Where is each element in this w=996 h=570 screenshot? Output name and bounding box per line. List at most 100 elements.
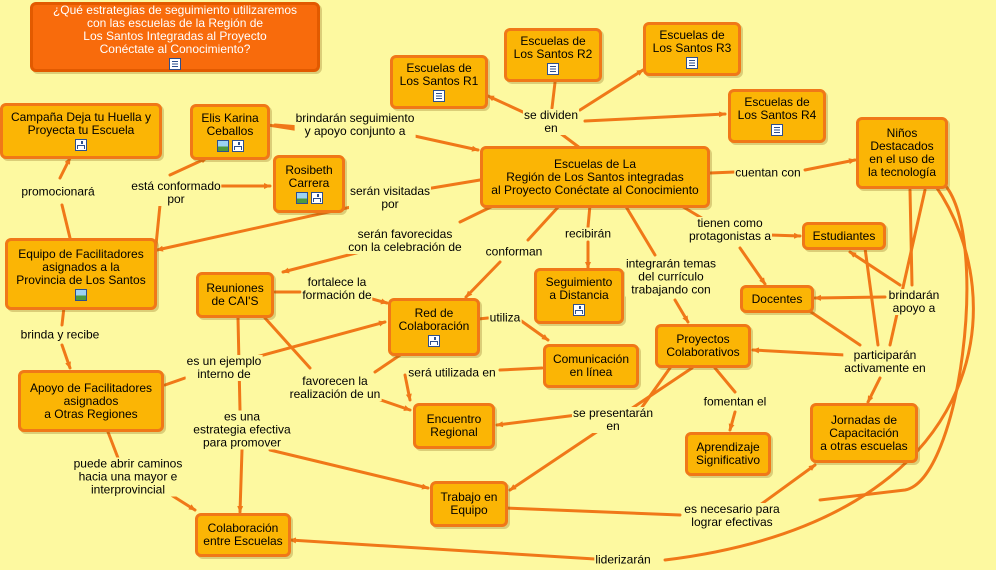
- edge-docentes-to-participaran: [803, 306, 862, 347]
- node-jornadas-label: Jornadas de Capacitación a otras escuela…: [820, 412, 908, 453]
- edge-sera-to-encuentro: [403, 373, 412, 402]
- link-brinda-recibe: brinda y recibe: [19, 327, 101, 342]
- node-aprendizaje[interactable]: Aprendizaje Significativo: [685, 432, 771, 476]
- edge-sedividen-to-r4: [583, 111, 727, 123]
- link-favorecen: favorecen la realización de un: [288, 374, 382, 401]
- edge-tienen-to-estudiantes: [768, 232, 802, 239]
- node-r2[interactable]: Escuelas de Los Santos R2: [504, 28, 602, 82]
- node-jornadas[interactable]: Jornadas de Capacitación a otras escuela…: [810, 403, 918, 463]
- node-aprendizaje-label: Aprendizaje Significativo: [695, 440, 761, 467]
- link-lideriza: liderizarán: [594, 552, 652, 567]
- node-ninos[interactable]: Niños Destacados en el uso de la tecnolo…: [856, 117, 948, 189]
- concept-map-icon[interactable]: [428, 335, 440, 347]
- edge-integraran-to-proyectos: [673, 298, 690, 324]
- edge-necesario-to-jornadas: [758, 463, 817, 507]
- edge-estrategia-to-colab: [237, 448, 244, 514]
- node-apoyo-label: Apoyo de Facilitadores asignados a Otras…: [29, 380, 153, 421]
- node-apoyo[interactable]: Apoyo de Facilitadores asignados a Otras…: [18, 370, 164, 432]
- node-equipo-label: Equipo de Facilitadores asignados a la P…: [16, 246, 146, 287]
- edge-cuentan-to-ninos: [803, 158, 857, 172]
- edge-conformado-to-elis: [168, 156, 209, 177]
- node-ninos-label: Niños Destacados en el uso de la tecnolo…: [867, 126, 937, 179]
- link-fomentan: fomentan el: [702, 394, 768, 409]
- node-reuniones-label: Reuniones de CAI'S: [206, 281, 264, 308]
- document-icon[interactable]: [433, 90, 445, 102]
- question-node[interactable]: ¿Qué estrategias de seguimiento utilizar…: [30, 2, 320, 72]
- edge-estrategia-to-trabajo: [268, 448, 430, 490]
- node-proyectos-label: Proyectos Colaborativos: [666, 332, 740, 359]
- document-icon[interactable]: [547, 63, 559, 75]
- edge-lideriza-to-colab: [288, 537, 597, 561]
- edge-ninos-to-brindaran-apoyo: [908, 188, 914, 287]
- edge-presentaran-to-encuentro: [495, 412, 587, 428]
- edge-sedividen-to-r1: [486, 94, 527, 115]
- node-docentes-label: Docentes: [751, 291, 803, 306]
- link-esta-conformado: está conformado por: [130, 179, 222, 206]
- image-icon[interactable]: [295, 192, 308, 204]
- question-text: ¿Qué estrategias de seguimiento utilizar…: [52, 3, 298, 56]
- node-r4-label: Escuelas de Los Santos R4: [737, 95, 817, 122]
- document-icon[interactable]: [686, 57, 698, 69]
- node-reuniones[interactable]: Reuniones de CAI'S: [196, 272, 274, 318]
- edge-fomentan-to-aprendizaje: [728, 410, 737, 432]
- image-icon[interactable]: [216, 140, 229, 152]
- node-trabajo[interactable]: Trabajo en Equipo: [430, 481, 508, 527]
- document-icon[interactable]: [169, 58, 181, 70]
- node-r2-label: Escuelas de Los Santos R2: [513, 34, 593, 61]
- edge-central-to-sedividen: [558, 131, 582, 150]
- edge-apoyo-to-ejemplo: [163, 376, 187, 387]
- node-r1[interactable]: Escuelas de Los Santos R1: [390, 55, 488, 109]
- link-seran-visitadas: serán visitadas por: [348, 184, 432, 211]
- node-campana-label: Campaña Deja tu Huella y Proyecta tu Esc…: [10, 110, 152, 137]
- edge-brindaran-to-docentes: [813, 294, 887, 301]
- node-colaboracion-label: Colaboración entre Escuelas: [203, 521, 283, 548]
- edge-favorecidas-to-reuniones: [281, 250, 362, 274]
- concept-map-icon[interactable]: [573, 304, 585, 316]
- edge-central-to-cuentan: [708, 170, 737, 175]
- edge-central-to-integraran: [623, 203, 657, 257]
- link-brindaran-seguimiento: brindarán seguimiento y apoyo conjunto a: [294, 111, 416, 138]
- concept-map-icon[interactable]: [231, 140, 244, 152]
- node-r4[interactable]: Escuelas de Los Santos R4: [728, 89, 826, 143]
- link-sera-utilizada: será utilizada en: [407, 365, 497, 380]
- node-rosibeth-label: Rosibeth Carrera: [285, 163, 333, 190]
- node-seguimiento[interactable]: Seguimiento a Distancia: [534, 268, 624, 324]
- edge-ejemplo-to-red: [243, 320, 387, 362]
- node-comunicacion[interactable]: Comunicación en línea: [543, 344, 639, 388]
- image-icon[interactable]: [75, 288, 87, 301]
- link-cuentan-con: cuentan con: [734, 165, 802, 180]
- node-encuentro[interactable]: Encuentro Regional: [413, 403, 495, 449]
- edge-utiliza-to-comunicacion: [518, 318, 550, 342]
- node-rosibeth[interactable]: Rosibeth Carrera: [273, 155, 345, 213]
- concept-map-icon[interactable]: [75, 139, 87, 151]
- link-seran-favorecidas: serán favorecidas con la celebración de: [347, 227, 463, 254]
- edge-ninos-to-participaran: [888, 188, 927, 347]
- node-elis[interactable]: Elis Karina Ceballos: [190, 104, 270, 160]
- node-r3-label: Escuelas de Los Santos R3: [652, 28, 732, 55]
- node-docentes[interactable]: Docentes: [740, 285, 814, 313]
- node-r3[interactable]: Escuelas de Los Santos R3: [643, 22, 741, 76]
- node-red-label: Red de Colaboración: [398, 306, 470, 333]
- node-red[interactable]: Red de Colaboración: [388, 298, 480, 356]
- node-central[interactable]: Escuelas de La Región de Los Santos inte…: [480, 146, 710, 208]
- node-proyectos[interactable]: Proyectos Colaborativos: [655, 324, 751, 368]
- edge-comunicacion-to-sera: [498, 366, 544, 372]
- node-estudiantes[interactable]: Estudiantes: [802, 222, 886, 250]
- link-puede-abrir: puede abrir caminos hacia una mayor e in…: [72, 456, 184, 497]
- link-se-presentaran: se presentarán en: [571, 406, 655, 433]
- node-equipo[interactable]: Equipo de Facilitadores asignados a la P…: [5, 238, 157, 310]
- document-icon[interactable]: [771, 124, 783, 136]
- edge-reuniones-to-favorecen: [263, 316, 312, 370]
- edge-estudiantes-to-participaran: [863, 246, 880, 347]
- node-colaboracion[interactable]: Colaboración entre Escuelas: [195, 513, 291, 557]
- link-promocionara: promocionará: [20, 184, 96, 199]
- node-campana[interactable]: Campaña Deja tu Huella y Proyecta tu Esc…: [0, 103, 162, 159]
- edge-proyectos-to-presentaran: [638, 366, 672, 412]
- edge-brindaran-to-central: [408, 133, 480, 152]
- edge-equipo-to-promocionara: [60, 203, 72, 240]
- concept-map-icon[interactable]: [310, 192, 323, 204]
- link-tienen-como: tienen como protagonistas a: [687, 216, 773, 243]
- link-fortalece: fortalece la formación de: [301, 275, 373, 302]
- edge-brinda-to-apoyo: [60, 343, 72, 370]
